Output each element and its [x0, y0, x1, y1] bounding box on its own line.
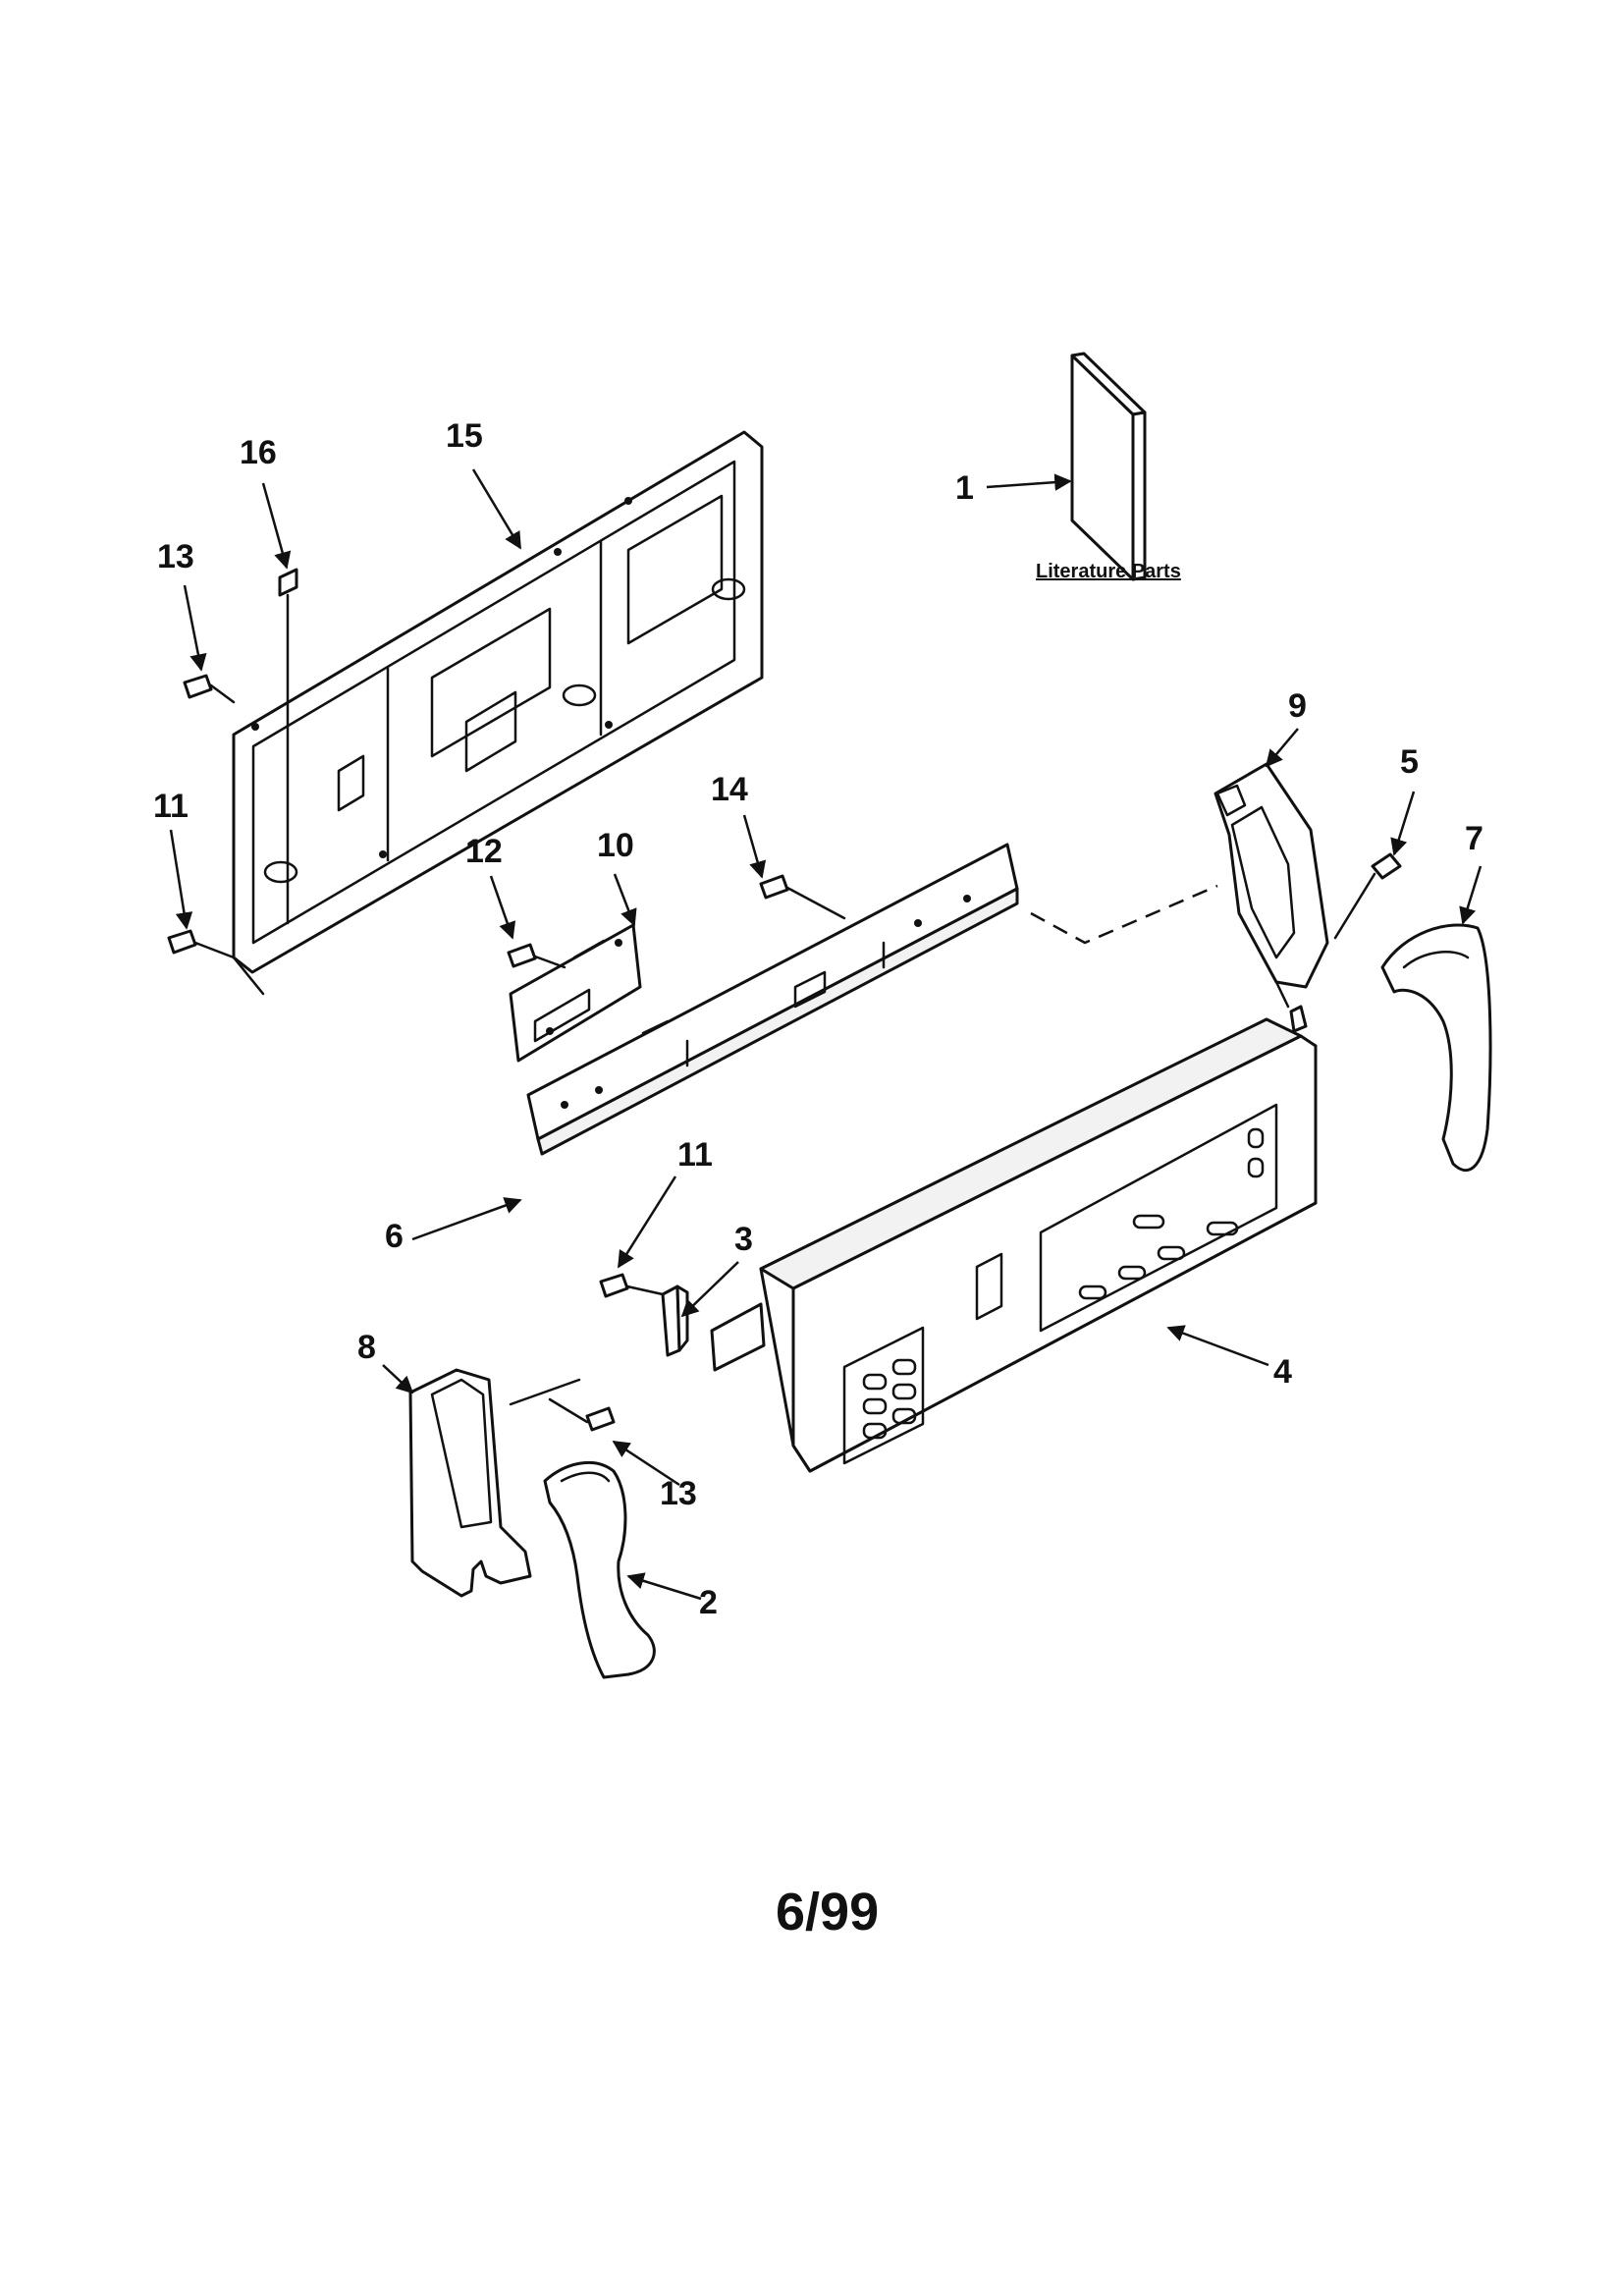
callout-10: 10 — [597, 827, 634, 864]
callout-4: 4 — [1273, 1353, 1292, 1391]
panel-touchpad-buttons — [862, 1127, 1265, 1440]
callout-3: 3 — [734, 1221, 753, 1258]
screw-5 — [1333, 852, 1402, 940]
clip-3 — [661, 1285, 689, 1357]
screw-12 — [507, 943, 566, 969]
callout-9: 9 — [1288, 687, 1307, 725]
left-end-bracket — [408, 1368, 581, 1598]
screw-13-upper — [183, 674, 236, 704]
console-rail-bracket — [526, 843, 1019, 1156]
literature-parts-label: Literature Parts — [1036, 561, 1181, 582]
callout-2: 2 — [699, 1584, 718, 1621]
left-end-cap — [543, 1460, 656, 1679]
callout-14: 14 — [711, 771, 748, 808]
callout-8: 8 — [357, 1329, 376, 1366]
control-board — [509, 923, 642, 1063]
callout-13-lower: 13 — [660, 1475, 697, 1512]
callout-12: 12 — [465, 833, 503, 870]
callout-5: 5 — [1400, 743, 1419, 781]
alignment-dash-line — [1030, 884, 1218, 945]
screw-11-lower — [599, 1273, 665, 1298]
callout-11-lower: 11 — [677, 1136, 713, 1174]
screw-11-left — [167, 929, 236, 959]
callout-16: 16 — [240, 434, 277, 471]
right-end-bracket — [1214, 762, 1329, 1009]
main-control-panel — [710, 1005, 1318, 1473]
screw-13-lower — [548, 1397, 616, 1432]
literature-parts-booklet: Literature Parts — [1036, 352, 1181, 582]
callout-6: 6 — [385, 1218, 404, 1255]
date-code: 6/99 — [776, 1883, 879, 1941]
screw-16 — [278, 568, 298, 925]
callout-15: 15 — [446, 417, 483, 455]
screw-14 — [759, 874, 846, 920]
callout-labels: 1 2 3 4 5 6 7 8 9 10 11 11 12 13 13 14 1… — [153, 417, 1483, 1621]
callout-11-left: 11 — [153, 788, 189, 825]
right-end-cap — [1380, 923, 1492, 1172]
leader-lines — [169, 468, 1483, 1601]
callout-1: 1 — [955, 469, 974, 507]
callout-13-upper: 13 — [157, 538, 194, 575]
callout-7: 7 — [1465, 820, 1483, 857]
rear-console-panel — [232, 430, 764, 996]
